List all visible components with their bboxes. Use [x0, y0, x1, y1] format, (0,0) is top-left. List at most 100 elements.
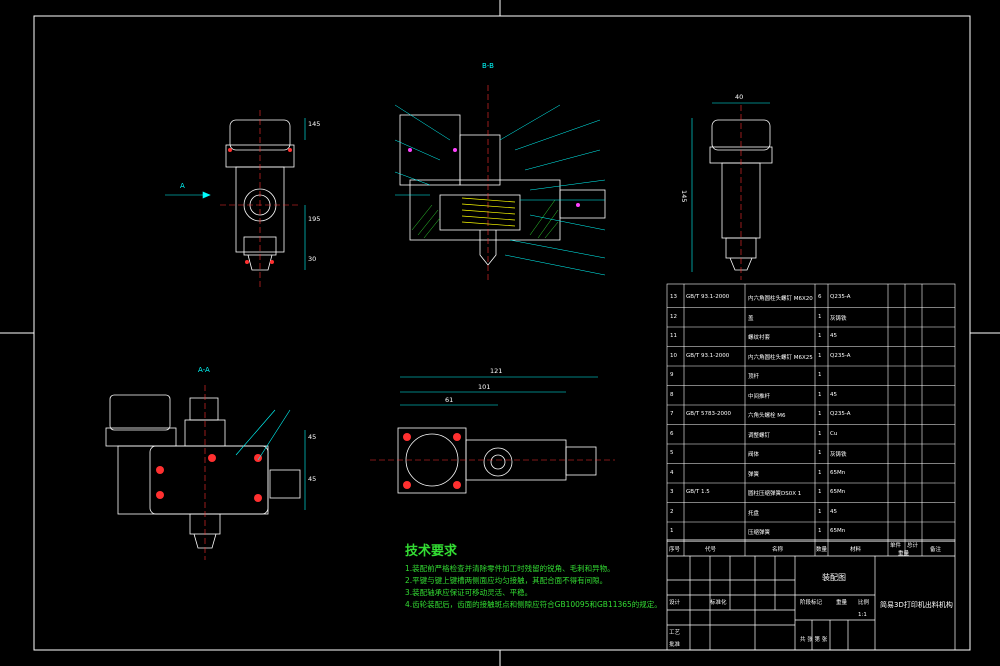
bom-cell-seq: 2	[670, 508, 674, 515]
dim-left-v1: 145	[308, 120, 321, 128]
bom-cell-seq: 4	[670, 469, 674, 476]
bom-cell-seq: 9	[670, 372, 674, 378]
bom-cell-name: 阀体	[748, 452, 760, 458]
title-project: 简易3D打印机出料机构	[880, 601, 953, 609]
bom-cell-qty: 1	[818, 372, 822, 378]
bom-cell-code: GB/T 5783-2000	[686, 411, 731, 417]
bom-header-seq: 序号	[669, 547, 681, 553]
front-view	[220, 110, 300, 290]
side-view-dims	[691, 102, 770, 272]
bom-cell-mat: 灰铸铁	[830, 452, 847, 458]
tech-title: 技术要求	[405, 544, 458, 559]
bom-cell-seq: 1	[670, 528, 674, 534]
bom-header-material: 材料	[850, 547, 862, 553]
bom-cell-qty: 1	[818, 489, 822, 495]
title-standard: 标准化	[710, 600, 727, 606]
top-view	[370, 427, 615, 494]
bom-cell-mat: Q235-A	[830, 411, 851, 417]
bom-cell-seq: 7	[670, 411, 674, 417]
bom-header-name: 名称	[772, 547, 784, 553]
bom-cell-name: 托盘	[748, 510, 760, 517]
tech-item: 1.装配前严格检查并清除零件加工时残留的锐角、毛刺和异物。	[405, 564, 615, 573]
bom-cell-qty: 1	[818, 391, 822, 398]
bom-cell-code: GB/T 1.5	[686, 489, 710, 495]
dim-bottom-mid: 101	[478, 383, 491, 391]
title-process: 工艺	[669, 630, 681, 636]
bom-cell-code: GB/T 93.1-2000	[686, 352, 730, 359]
bom-cell-qty: 6	[818, 294, 822, 300]
title-stage: 阶段标记	[800, 600, 823, 606]
bom-cell-mat: 65Mn	[830, 528, 846, 534]
bom-header-single: 单件	[890, 543, 902, 549]
bom-cell-code: GB/T 93.1-2000	[686, 294, 730, 300]
bom-cell-qty: 1	[818, 352, 822, 359]
bom-cell-mat: 65Mn	[830, 489, 846, 495]
bom-cell-mat: 45	[830, 333, 837, 339]
dim-bottom-overall: 121	[490, 367, 503, 375]
bom-cell-name: 顶杆	[748, 374, 760, 380]
title-sheet: 共 张 第 张	[800, 637, 828, 643]
dim-bl-v1: 45	[308, 433, 317, 441]
bom-cell-seq: 13	[670, 294, 677, 300]
side-view	[709, 105, 773, 280]
dim-bottom-small: 61	[445, 396, 454, 404]
bom-cell-mat: 灰铸铁	[830, 315, 847, 322]
tech-item: 2.平键与键上键槽两侧面应均匀接触，其配合面不得有间隙。	[405, 576, 608, 585]
bom-header-total: 总计	[907, 543, 919, 549]
left-view-screws	[156, 454, 262, 502]
dim-left-v3: 30	[308, 255, 317, 263]
bom-header-remark: 备注	[930, 547, 942, 553]
bom-header-weight: 重量	[898, 551, 910, 557]
left-view-dims	[235, 409, 306, 510]
bom-cell-qty: 1	[818, 333, 822, 339]
bom-cell-seq: 12	[670, 313, 677, 320]
bom-cell-seq: 11	[670, 333, 677, 339]
title-drawing-name: 装配图	[822, 573, 846, 582]
bom-cell-mat: Q235-A	[830, 294, 851, 300]
dim-top-width: 40	[735, 93, 744, 101]
bom-cell-mat: Q235-A	[830, 352, 851, 359]
title-scale-value: 1:1	[858, 612, 867, 618]
bom-cell-mat: 45	[830, 508, 837, 515]
bom-cell-name: 圆柱压缩弹簧DS0X 1	[748, 491, 802, 497]
bom-cell-name: 盖	[748, 315, 754, 322]
bom-cell-qty: 1	[818, 411, 822, 417]
front-view-dims	[165, 118, 306, 270]
tech-requirements: 技术要求 1.装配前严格检查并清除零件加工时残留的锐角、毛刺和异物。 2.平键与…	[405, 540, 665, 611]
left-view	[105, 385, 301, 560]
dim-bl-v2: 45	[308, 475, 317, 483]
section-label: B-B	[482, 62, 494, 70]
bom-cell-seq: 8	[670, 391, 674, 398]
title-designer: 设计	[669, 600, 681, 606]
bom-cell-qty: 1	[818, 313, 822, 320]
bom-table	[666, 283, 956, 556]
top-view-screws	[403, 433, 461, 489]
bom-cell-qty: 1	[818, 469, 822, 476]
bom-cell-qty: 1	[818, 450, 822, 456]
bom-cell-mat: 65Mn	[830, 469, 846, 476]
section-leaders	[394, 104, 606, 276]
bom-cell-qty: 1	[818, 528, 822, 534]
bom-cell-name: 调整螺钉	[748, 432, 771, 439]
bom-cell-name: 内六角圆柱头螺钉 M6X20	[748, 296, 813, 302]
title-block	[666, 539, 956, 651]
bom-cell-mat: Cu	[830, 430, 838, 437]
title-scale: 比例	[858, 600, 870, 606]
section-spring	[461, 197, 516, 227]
bom-cell-qty: 1	[818, 430, 822, 437]
bom-row-lines	[667, 307, 955, 542]
dim-left-v2: 195	[308, 215, 321, 223]
title-weight: 重量	[836, 600, 848, 606]
bom-cell-seq: 10	[670, 352, 677, 359]
section-view	[399, 85, 606, 280]
left-view-label: A-A	[198, 366, 210, 374]
bom-cell-name: 弹簧	[748, 471, 760, 478]
title-approve: 批准	[669, 642, 681, 648]
bom-cell-name: 六角头螺栓 M6	[748, 413, 786, 419]
bom-header-code: 代号	[705, 547, 717, 553]
bom-cell-name: 螺纹衬套	[748, 335, 771, 341]
bom-cell-seq: 3	[670, 489, 674, 495]
dim-right-height: 145	[680, 190, 688, 203]
